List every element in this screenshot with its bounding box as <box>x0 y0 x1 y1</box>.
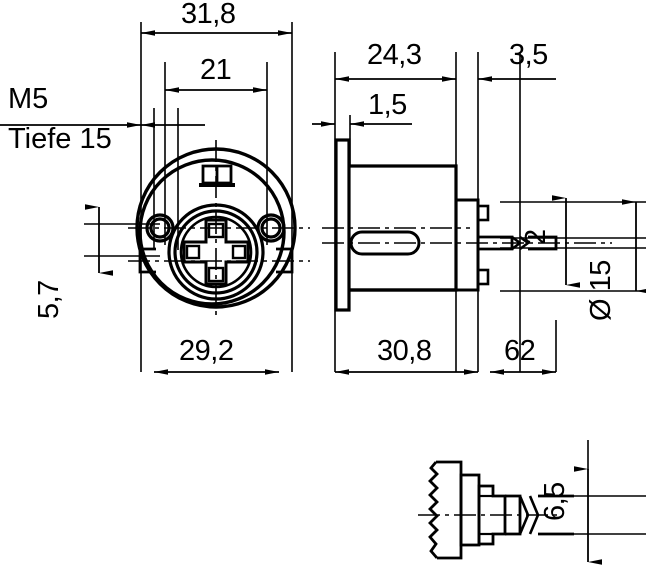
note-thread-label: M5 <box>8 83 49 115</box>
dimension-24-3: 24,3 <box>367 39 422 71</box>
side-view-centerlines <box>322 227 612 244</box>
dimension-1-5: 1,5 <box>368 89 407 121</box>
keyway-wards <box>185 222 247 283</box>
dimension-62: 62 <box>504 335 536 367</box>
cam-tab-top <box>199 164 235 187</box>
dimension-3-5: 3,5 <box>509 39 548 71</box>
dim-dia-15 <box>500 199 646 294</box>
dimension-diameter-15: Ø 15 <box>585 260 617 321</box>
side-view-body <box>334 138 558 312</box>
dimension-29-2: 29,2 <box>179 335 234 367</box>
dim-2 <box>500 195 646 288</box>
note-depth-label: Tiefe 15 <box>8 123 112 155</box>
note-depth: Tiefe 15 <box>8 123 112 155</box>
detail-view-body <box>428 460 646 560</box>
dimension-31-8: 31,8 <box>181 0 236 30</box>
front-view-centerlines <box>128 140 310 315</box>
keyway-cruciform <box>182 218 250 286</box>
dimension-30-8: 30,8 <box>377 335 432 367</box>
dimension-5-7: 5,7 <box>33 280 65 319</box>
note-thread-m5: M5 <box>8 83 49 115</box>
dimension-6-5: 6,5 <box>539 482 571 521</box>
dimension-2: 2 <box>520 229 552 245</box>
dimension-21: 21 <box>200 54 232 86</box>
